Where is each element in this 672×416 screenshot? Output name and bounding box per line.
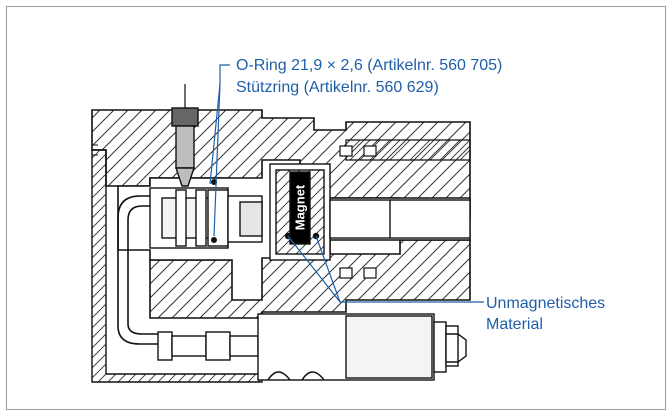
connector-housing <box>257 313 467 381</box>
seal-rings <box>339 145 377 279</box>
piston <box>269 163 331 261</box>
sensor-body <box>149 187 263 249</box>
callout-unmagnetisch-line2: Material <box>486 316 543 333</box>
callout-unmagnetisch-line1: Unmagnetisches <box>486 295 606 312</box>
cylinder-rod <box>329 199 471 239</box>
cable-fitting <box>157 331 259 361</box>
screw-plug <box>171 84 199 187</box>
cable-hose <box>117 195 172 345</box>
magnet-label: Magnet <box>292 184 308 231</box>
outer-border <box>6 6 666 410</box>
callout-stuetzring: Stützring (Artikelnr. 560 629) <box>236 79 439 96</box>
leader-lines <box>209 64 484 303</box>
callout-oring: O-Ring 21,9 × 2,6 (Artikelnr. 560 705) <box>236 57 503 74</box>
